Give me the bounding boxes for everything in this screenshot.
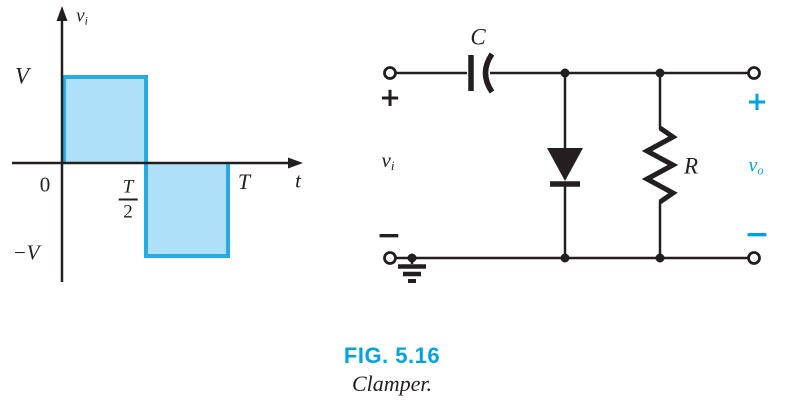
positive-pulse-fill — [64, 77, 146, 163]
x-axis-arrow-icon — [288, 157, 303, 169]
junction-dot — [560, 68, 570, 78]
positive-level-label: V — [14, 63, 30, 89]
output-voltage-label: vo — [748, 155, 763, 177]
y-axis-label-sub: i — [84, 14, 88, 28]
figure-number: FIG. 5.16 — [343, 343, 441, 368]
diode-symbol — [547, 73, 583, 258]
origin-label: 0 — [39, 172, 51, 197]
resistor-label: R — [683, 153, 699, 179]
diode-triangle-icon — [547, 148, 583, 181]
figure-title: Clamper. — [351, 371, 433, 396]
half-period-denominator: 2 — [123, 201, 133, 223]
input-voltage-sub: i — [390, 158, 395, 174]
input-terminal-top — [383, 66, 397, 80]
resistor-zigzag-icon — [641, 125, 679, 205]
output-plus-sign: + — [746, 87, 768, 117]
x-axis-label: t — [295, 168, 301, 193]
negative-pulse-fill — [146, 163, 228, 256]
capacitor-label: C — [470, 24, 486, 50]
square-wave-trace — [62, 75, 230, 258]
clamper-circuit — [383, 52, 761, 283]
resistor-symbol — [641, 73, 679, 258]
junction-dot — [655, 68, 665, 78]
y-axis-label: vi — [76, 7, 88, 28]
y-axis-arrow-icon — [56, 6, 68, 21]
output-terminal-top — [747, 66, 761, 80]
waveform-plot — [12, 6, 303, 282]
junction-dot — [560, 253, 570, 263]
period-label: T — [237, 169, 251, 194]
ground-icon — [398, 258, 426, 283]
half-period-numerator: T — [118, 177, 138, 201]
output-terminal-bottom — [747, 251, 761, 265]
y-axis-label-base: v — [76, 5, 85, 27]
input-terminal-bottom — [383, 251, 397, 265]
output-minus-sign: − — [744, 217, 770, 252]
capacitor-plate-right — [482, 52, 495, 94]
junction-dot — [655, 253, 665, 263]
output-voltage-sub: o — [757, 163, 764, 178]
input-minus-sign: − — [376, 218, 402, 253]
output-voltage-base: v — [748, 154, 758, 177]
input-voltage-base: v — [381, 147, 391, 172]
capacitor-symbol — [468, 52, 495, 94]
negative-level-label: −V — [12, 240, 40, 265]
input-voltage-label: vi — [381, 147, 395, 174]
input-plus-sign: + — [379, 83, 401, 113]
